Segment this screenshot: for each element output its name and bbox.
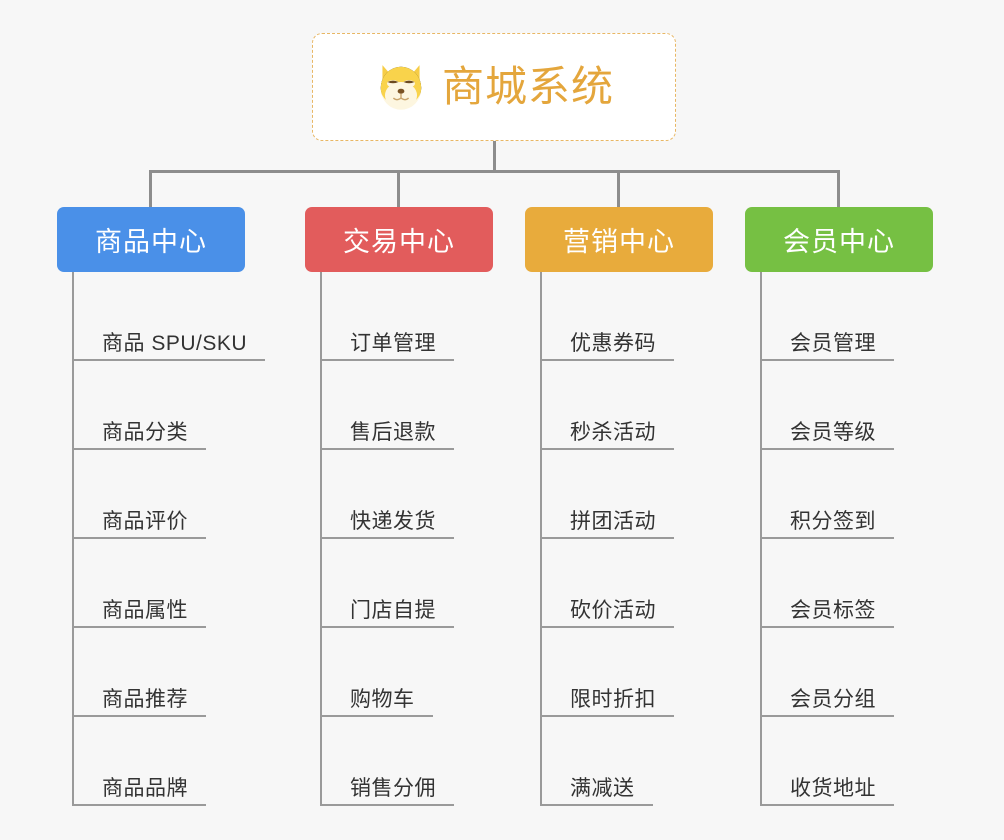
leaf-item[interactable]: 限时折扣 <box>525 628 713 717</box>
leaf-item-underline: 商品品牌 <box>72 777 206 806</box>
leaf-item-underline: 积分签到 <box>760 510 894 539</box>
leaf-item-label: 满减送 <box>570 776 635 800</box>
leaf-item-underline: 订单管理 <box>320 332 454 361</box>
leaf-item-underline: 商品属性 <box>72 599 206 628</box>
leaf-item-underline: 拼团活动 <box>540 510 674 539</box>
leaf-item[interactable]: 购物车 <box>305 628 493 717</box>
leaf-item[interactable]: 会员管理 <box>745 272 933 361</box>
leaf-item[interactable]: 门店自提 <box>305 539 493 628</box>
category-branch: 优惠券码秒杀活动拼团活动砍价活动限时折扣满减送 <box>525 272 713 806</box>
leaf-item[interactable]: 快递发货 <box>305 450 493 539</box>
leaf-item-label: 秒杀活动 <box>570 420 656 444</box>
root-node[interactable]: 商城系统 <box>312 33 676 141</box>
leaf-item-label: 商品 SPU/SKU <box>102 331 248 355</box>
leaf-item[interactable]: 积分签到 <box>745 450 933 539</box>
leaf-item-underline: 会员分组 <box>760 688 894 717</box>
leaf-item-label: 快递发货 <box>350 509 436 533</box>
connector-drop-1 <box>149 170 152 210</box>
leaf-item-label: 商品品牌 <box>102 776 188 800</box>
leaf-item-label: 限时折扣 <box>570 687 656 711</box>
leaf-item-underline: 收货地址 <box>760 777 894 806</box>
leaf-item-underline: 销售分佣 <box>320 777 454 806</box>
leaf-item[interactable]: 订单管理 <box>305 272 493 361</box>
leaf-item-label: 收货地址 <box>790 776 876 800</box>
category-box[interactable]: 交易中心 <box>305 207 493 272</box>
category-box[interactable]: 商品中心 <box>57 207 245 272</box>
leaf-item[interactable]: 售后退款 <box>305 361 493 450</box>
leaf-item-label: 售后退款 <box>350 420 436 444</box>
leaf-item[interactable]: 收货地址 <box>745 717 933 806</box>
leaf-item-underline: 会员等级 <box>760 421 894 450</box>
category-branch: 订单管理售后退款快递发货门店自提购物车销售分佣 <box>305 272 493 806</box>
leaf-item-label: 商品分类 <box>102 420 188 444</box>
leaf-item[interactable]: 会员分组 <box>745 628 933 717</box>
leaf-item-underline: 会员管理 <box>760 332 894 361</box>
leaf-item[interactable]: 秒杀活动 <box>525 361 713 450</box>
dog-face-emoji <box>380 65 422 110</box>
leaf-item-underline: 商品分类 <box>72 421 206 450</box>
connector-bar <box>149 170 840 173</box>
leaf-item-underline: 快递发货 <box>320 510 454 539</box>
leaf-item[interactable]: 销售分佣 <box>305 717 493 806</box>
leaf-item-label: 商品推荐 <box>102 687 188 711</box>
leaf-item-label: 会员标签 <box>790 598 876 622</box>
category-column-product: 商品中心商品 SPU/SKU 商品分类商品评价商品属性商品推荐商品品牌 <box>57 207 266 806</box>
category-column-trade: 交易中心订单管理售后退款快递发货门店自提购物车销售分佣 <box>305 207 493 806</box>
leaf-item[interactable]: 满减送 <box>525 717 713 806</box>
leaf-item-label: 会员管理 <box>790 331 876 355</box>
leaf-item-underline: 售后退款 <box>320 421 454 450</box>
leaf-item[interactable]: 商品品牌 <box>57 717 245 806</box>
leaf-item-label: 积分签到 <box>790 509 876 533</box>
connector-stem <box>493 141 496 172</box>
leaf-item[interactable]: 商品推荐 <box>57 628 245 717</box>
leaf-item-label: 拼团活动 <box>570 509 656 533</box>
leaf-item[interactable]: 会员标签 <box>745 539 933 628</box>
branch-spine <box>540 272 542 806</box>
leaf-item-label: 购物车 <box>350 687 415 711</box>
leaf-item-underline: 优惠券码 <box>540 332 674 361</box>
leaf-item-label: 会员分组 <box>790 687 876 711</box>
leaf-item-underline: 砍价活动 <box>540 599 674 628</box>
leaf-item-underline: 秒杀活动 <box>540 421 674 450</box>
leaf-item-underline: 商品 SPU/SKU <box>72 331 266 361</box>
leaf-item-underline: 购物车 <box>320 688 433 717</box>
connector-drop-3 <box>617 170 620 210</box>
leaf-item-label: 门店自提 <box>350 598 436 622</box>
leaf-item-underline: 满减送 <box>540 777 653 806</box>
leaf-item-underline: 限时折扣 <box>540 688 674 717</box>
leaf-item-label: 优惠券码 <box>570 331 656 355</box>
leaf-item[interactable]: 拼团活动 <box>525 450 713 539</box>
leaf-item-label: 订单管理 <box>350 331 436 355</box>
leaf-item[interactable]: 商品 SPU/SKU <box>57 272 266 361</box>
leaf-item-underline: 会员标签 <box>760 599 894 628</box>
leaf-item[interactable]: 会员等级 <box>745 361 933 450</box>
leaf-item-label: 商品属性 <box>102 598 188 622</box>
leaf-item-label: 会员等级 <box>790 420 876 444</box>
connector-drop-2 <box>397 170 400 210</box>
leaf-item[interactable]: 商品分类 <box>57 361 245 450</box>
leaf-item-underline: 门店自提 <box>320 599 454 628</box>
leaf-item-label: 商品评价 <box>102 509 188 533</box>
connector-drop-4 <box>837 170 840 210</box>
branch-spine <box>72 272 74 806</box>
category-box[interactable]: 会员中心 <box>745 207 933 272</box>
leaf-item[interactable]: 优惠券码 <box>525 272 713 361</box>
leaf-item-label: 销售分佣 <box>350 776 436 800</box>
branch-spine <box>760 272 762 806</box>
leaf-item[interactable]: 砍价活动 <box>525 539 713 628</box>
leaf-item[interactable]: 商品属性 <box>57 539 245 628</box>
leaf-item-underline: 商品评价 <box>72 510 206 539</box>
category-branch: 商品 SPU/SKU 商品分类商品评价商品属性商品推荐商品品牌 <box>57 272 266 806</box>
leaf-item-underline: 商品推荐 <box>72 688 206 717</box>
leaf-item-label: 砍价活动 <box>570 598 656 622</box>
category-column-member: 会员中心会员管理会员等级积分签到会员标签会员分组收货地址 <box>745 207 933 806</box>
root-title: 商城系统 <box>441 63 614 110</box>
leaf-item[interactable]: 商品评价 <box>57 450 245 539</box>
category-branch: 会员管理会员等级积分签到会员标签会员分组收货地址 <box>745 272 933 806</box>
category-box[interactable]: 营销中心 <box>525 207 713 272</box>
category-column-marketing: 营销中心优惠券码秒杀活动拼团活动砍价活动限时折扣满减送 <box>525 207 713 806</box>
branch-spine <box>320 272 322 806</box>
